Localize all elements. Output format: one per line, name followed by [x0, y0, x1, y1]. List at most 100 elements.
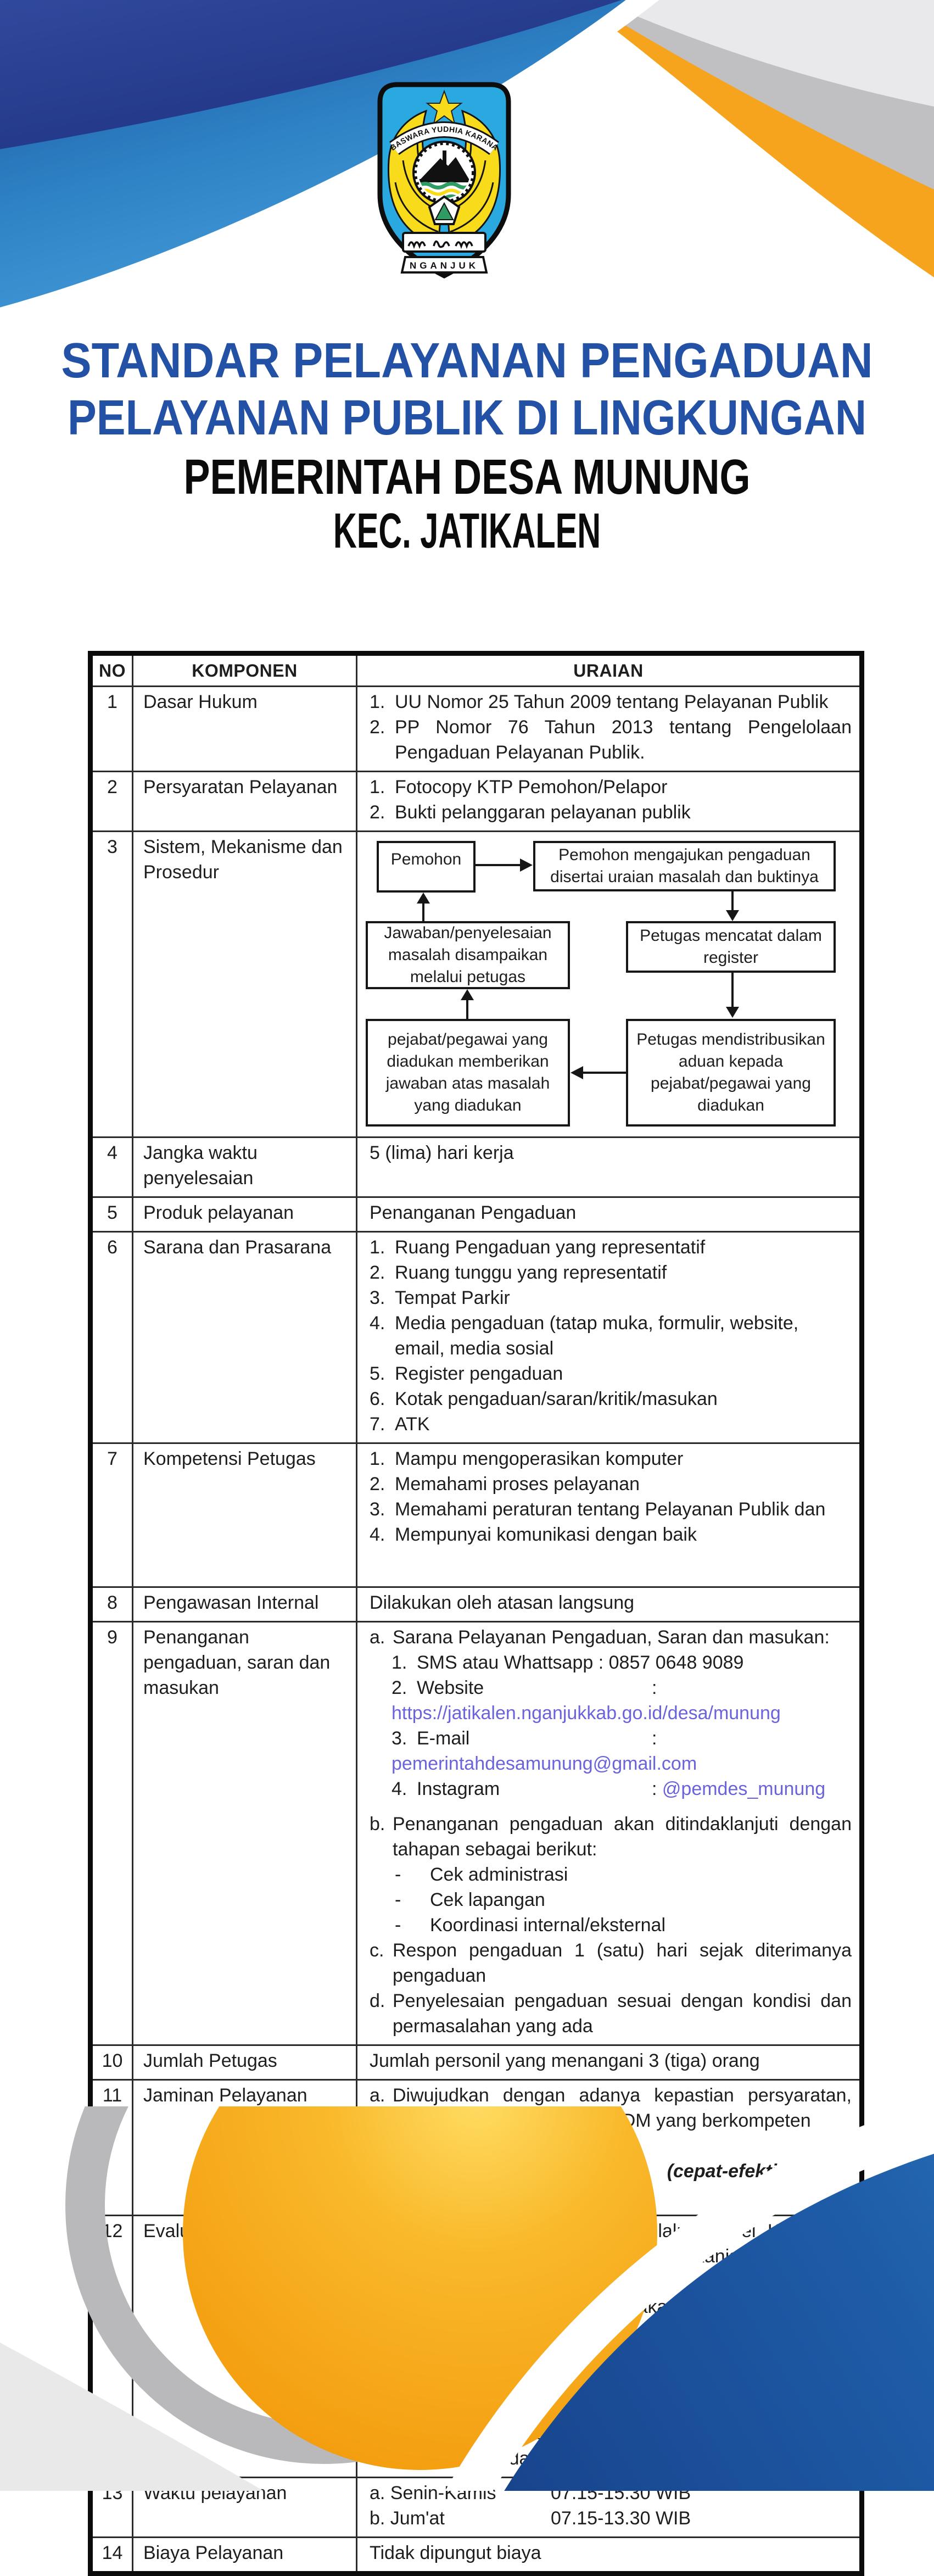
complaint-flowchart: Pemohon Pemohon mengajukan pengaduan dis…	[359, 834, 860, 1131]
channel-line: 4.Instagram: @pemdes_munung	[392, 1776, 852, 1802]
row-no: 9	[90, 1621, 133, 2046]
table-row: 5 Produk pelayanan Penanganan Pengaduan	[90, 1196, 863, 1233]
title-line-1: STANDAR PELAYANAN PENGADUAN	[61, 333, 873, 388]
list-item: Tempat Parkir	[370, 1285, 510, 1311]
link-email[interactable]: pemerintahdesamunung@gmail.com	[392, 1753, 697, 1774]
list-item: PP Nomor 76 Tahun 2013 tentang Pengelola…	[370, 715, 852, 763]
channel-label: E-mail	[417, 1728, 470, 1749]
channel-number: 1.	[392, 1652, 407, 1673]
navy-band	[0, 0, 622, 149]
colon: :	[598, 1652, 604, 1673]
channel-label: Website	[417, 1677, 484, 1698]
colon: :	[652, 1677, 657, 1698]
arrowhead-right-icon	[520, 858, 533, 872]
table-row: 9 Penanganan pengaduan, saran dan masuka…	[90, 1621, 863, 2046]
letter-item: Penanganan pengaduan akan ditindaklanjut…	[370, 1811, 852, 1860]
list-item: Fotocopy KTP Pemohon/Pelapor	[370, 774, 668, 800]
row-no: 8	[90, 1586, 133, 1622]
row-uraian: Fotocopy KTP Pemohon/Pelapor Bukti pelan…	[356, 771, 863, 832]
row-uraian: UU Nomor 25 Tahun 2009 tentang Pelayanan…	[356, 685, 863, 772]
flow-arrow-left	[583, 1072, 626, 1074]
list-item: ATK	[370, 1412, 430, 1437]
motto-ribbon	[390, 123, 499, 154]
blue-swoosh	[504, 2154, 934, 2491]
letter-item: Sarana Pelayanan Pengaduan, Saran dan ma…	[370, 1625, 830, 1650]
table-row: 1 Dasar Hukum UU Nomor 25 Tahun 2009 ten…	[90, 685, 863, 772]
flowchart-box-jawab: pejabat/pegawai yang diadukan memberikan…	[366, 1019, 570, 1127]
list-item: Mampu mengoperasikan komputer	[370, 1446, 684, 1471]
flowchart-box-jawaban: Jawaban/penyelesaian masalah disampaikan…	[366, 921, 570, 989]
title-line-4: KEC. JATIKALEN	[333, 504, 601, 559]
row-no: 1	[90, 685, 133, 772]
dash-item: Cek administrasi	[395, 1862, 852, 1887]
table-row: 8 Pengawasan Internal Dilakukan oleh ata…	[90, 1586, 863, 1622]
channel-line: 3.E-mail: pemerintahdesamunung@gmail.com	[392, 1726, 852, 1776]
white-curve	[0, 0, 659, 332]
list-item: Mempunyai komunikasi dengan baik	[370, 1522, 697, 1547]
phone-value: 0857 0648 9089	[608, 1652, 744, 1673]
link-website[interactable]: https://jatikalen.nganjukkab.go.id/desa/…	[392, 1703, 781, 1724]
channel-number: 2.	[392, 1677, 407, 1698]
arrowhead-up-icon	[461, 989, 474, 1000]
row-no: 7	[90, 1442, 133, 1588]
table-header-row: NO KOMPONEN URAIAN	[90, 653, 863, 687]
row-komponen: Penanganan pengaduan, saran dan masukan	[132, 1621, 357, 2046]
row-uraian: Tidak dipungut biaya	[356, 2536, 863, 2574]
page: { "header": { "title_line1": "STANDAR PE…	[0, 0, 934, 2491]
row-komponen: Dasar Hukum	[132, 685, 357, 772]
row-uraian: Sarana Pelayanan Pengaduan, Saran dan ma…	[356, 1621, 863, 2046]
schedule-time: 07.15-13.30 WIB	[551, 2508, 691, 2529]
list-item: Memahami proses pelayanan	[370, 1471, 640, 1497]
row-komponen: Sarana dan Prasarana	[132, 1231, 357, 1444]
channel-line: 1. SMS atau Whattsapp : 0857 0648 9089	[392, 1650, 852, 1675]
row-komponen: Biaya Pelayanan	[132, 2536, 357, 2574]
corner-lightgray	[0, 2343, 264, 2491]
list-item: UU Nomor 25 Tahun 2009 tentang Pelayanan…	[370, 689, 829, 715]
flowchart-box-distribusi: Petugas mendistribusikan aduan kepada pe…	[626, 1019, 836, 1127]
row-no: 3	[90, 830, 133, 1138]
row-no: 6	[90, 1231, 133, 1444]
lightgray-band	[599, 0, 934, 107]
letter-item: Respon pengaduan 1 (satu) hari sejak dit…	[370, 1938, 852, 1986]
row-komponen: Pengawasan Internal	[132, 1586, 357, 1622]
table-row: 6 Sarana dan Prasarana Ruang Pengaduan y…	[90, 1231, 863, 1444]
row-uraian: Ruang Pengaduan yang representatif Ruang…	[356, 1231, 863, 1444]
col-header-no: NO	[90, 653, 133, 687]
title-line-3: PEMERINTAH DESA MUNUNG	[183, 450, 751, 505]
nganjuk-logo: BASWARA YUDHIA KARANA NGANJUK	[372, 77, 516, 283]
flowchart-box-pemohon: Pemohon	[377, 841, 476, 893]
row-uraian: 5 (lima) hari kerja	[356, 1136, 863, 1198]
footer-decoration	[0, 2106, 934, 2491]
schedule-line: b. Jum'at 07.15-13.30 WIB	[370, 2506, 852, 2531]
colon: :	[652, 1778, 657, 1799]
script-ribbon	[402, 232, 486, 253]
channel-label: SMS atau Whattsapp	[417, 1652, 594, 1673]
flowchart-box-catat: Petugas mencatat dalam register	[626, 921, 836, 973]
list-item: Ruang tunggu yang representatif	[370, 1260, 667, 1285]
link-instagram[interactable]: @pemdes_munung	[662, 1778, 826, 1799]
row-no: 2	[90, 771, 133, 832]
row-komponen: Jangka waktu penyelesaian	[132, 1136, 357, 1198]
letter-item: Penyelesaian pengaduan sesuai dengan kon…	[370, 1988, 852, 2037]
table-row: 7 Kompetensi Petugas Mampu mengoperasika…	[90, 1442, 863, 1588]
col-header-komponen: KOMPONEN	[132, 653, 357, 687]
schedule-day: b. Jum'at	[370, 2508, 445, 2529]
row-komponen: Jumlah Petugas	[132, 2044, 357, 2081]
channel-line: 2. Website: https://jatikalen.nganjukkab.…	[392, 1675, 852, 1726]
row-no: 14	[90, 2536, 133, 2574]
list-item: Media pengaduan (tatap muka, formulir, w…	[370, 1311, 799, 1359]
list-item: Register pengaduan	[370, 1361, 563, 1386]
list-item: Kotak pengaduan/saran/kritik/masukan	[370, 1386, 718, 1412]
flow-arrow-up	[422, 902, 424, 921]
row-uraian: Mampu mengoperasikan komputer Memahami p…	[356, 1442, 863, 1588]
arrowhead-up-icon	[417, 893, 430, 904]
table-row: 2 Persyaratan Pelayanan Fotocopy KTP Pem…	[90, 771, 863, 832]
colon: :	[652, 1728, 657, 1749]
star-icon	[426, 90, 463, 125]
row-uraian: Pemohon Pemohon mengajukan pengaduan dis…	[356, 830, 863, 1138]
row-uraian: Penanganan Pengaduan	[356, 1196, 863, 1233]
flow-arrow-down	[731, 891, 734, 911]
title-line-2: PELAYANAN PUBLIK DI LINGKUNGAN	[67, 391, 867, 445]
dash-item: Koordinasi internal/eksternal	[395, 1913, 852, 1938]
list-item: Memahami peraturan tentang Pelayanan Pub…	[370, 1497, 826, 1522]
